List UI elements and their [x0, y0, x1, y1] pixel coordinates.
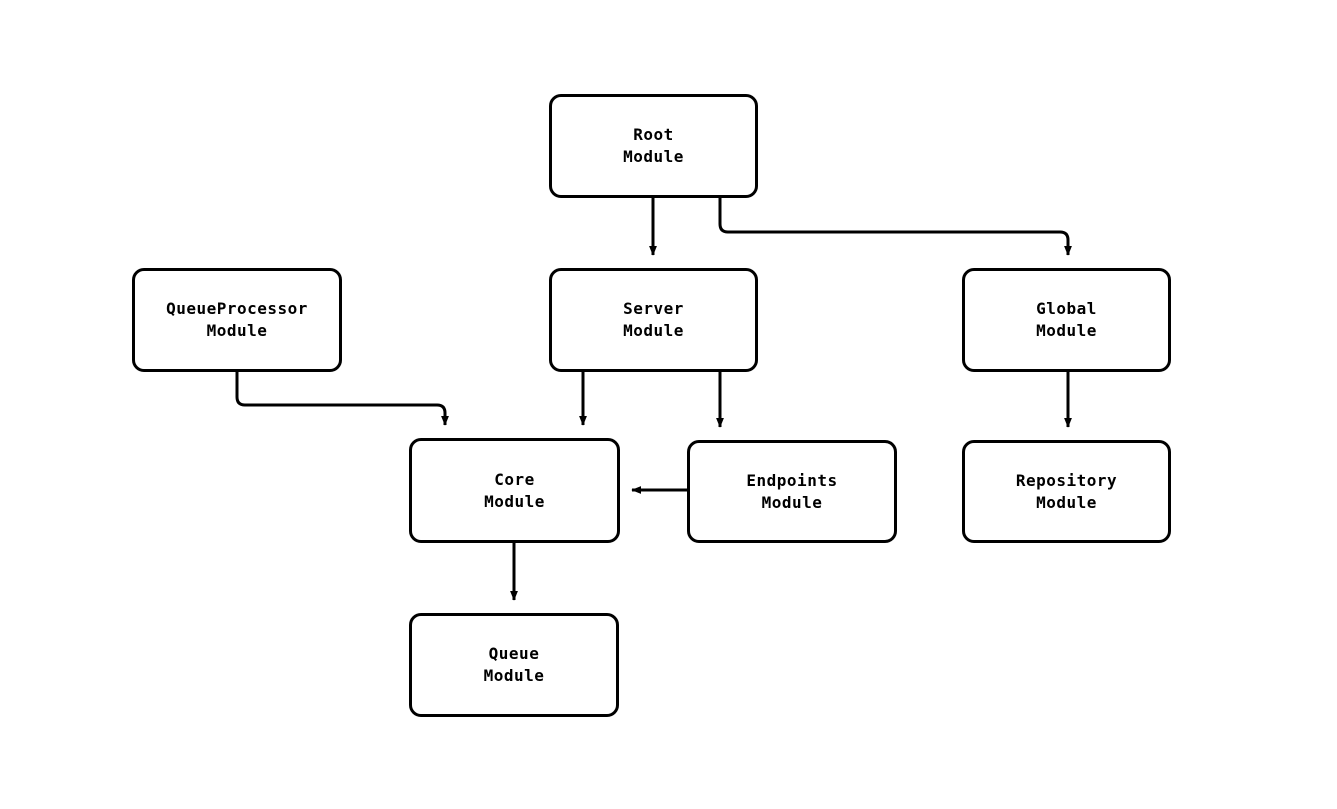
node-repository-label-line2: Module — [1036, 492, 1097, 512]
node-server-label-line2: Module — [623, 321, 684, 340]
node-core-label-line2: Module — [484, 491, 545, 511]
node-server[interactable]: Server Module — [549, 268, 758, 372]
node-queueprocessor[interactable]: QueueProcessor Module — [132, 268, 342, 372]
node-queue-label-line2: Module — [483, 666, 545, 685]
node-repository[interactable]: Repository Module — [962, 440, 1171, 543]
edge-root-to-global — [718, 198, 1072, 256]
node-global-label-line1: Global — [1036, 299, 1097, 318]
node-core-label-line1: Core — [494, 469, 535, 489]
node-endpoints-label-line2: Module — [761, 492, 823, 512]
node-queue-label-line1: Queue — [488, 644, 540, 663]
node-server-label-line1: Server — [623, 299, 684, 318]
node-global[interactable]: Global Module — [962, 268, 1171, 372]
node-repository-label-line1: Repository — [1015, 470, 1118, 490]
node-root[interactable]: Root Module — [549, 94, 758, 198]
node-queue[interactable]: Queue Module — [409, 613, 619, 717]
node-root-label-line1: Root — [633, 125, 674, 144]
node-queueprocessor-label-line2: Module — [206, 321, 268, 340]
node-root-label-line2: Module — [623, 147, 684, 166]
node-endpoints[interactable]: Endpoints Module — [687, 440, 897, 543]
node-core[interactable]: Core Module — [409, 438, 620, 543]
node-global-label-line2: Module — [1036, 321, 1097, 340]
node-queueprocessor-label-line1: QueueProcessor — [166, 299, 308, 318]
edge-queueprocessor-to-core — [235, 372, 449, 426]
node-endpoints-label-line1: Endpoints — [746, 470, 838, 490]
